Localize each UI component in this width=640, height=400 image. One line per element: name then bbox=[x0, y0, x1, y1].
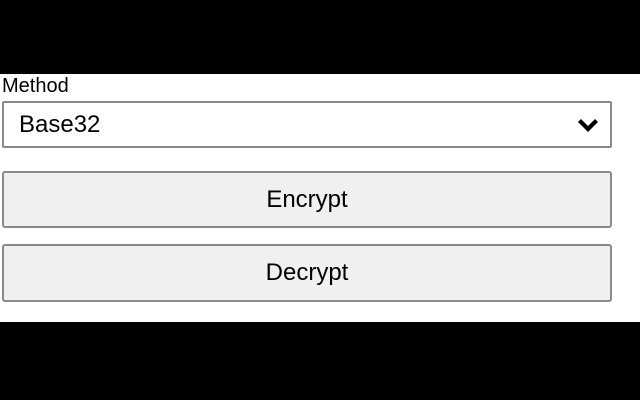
method-select-value: Base32 bbox=[19, 110, 101, 138]
chevron-down-icon bbox=[578, 118, 598, 132]
bottom-black-bar bbox=[0, 322, 640, 400]
top-black-bar bbox=[0, 0, 640, 74]
method-select[interactable]: Base32 bbox=[2, 101, 612, 148]
encrypt-button[interactable]: Encrypt bbox=[2, 171, 612, 228]
decrypt-button[interactable]: Decrypt bbox=[2, 244, 612, 302]
method-label: Method bbox=[2, 75, 69, 97]
